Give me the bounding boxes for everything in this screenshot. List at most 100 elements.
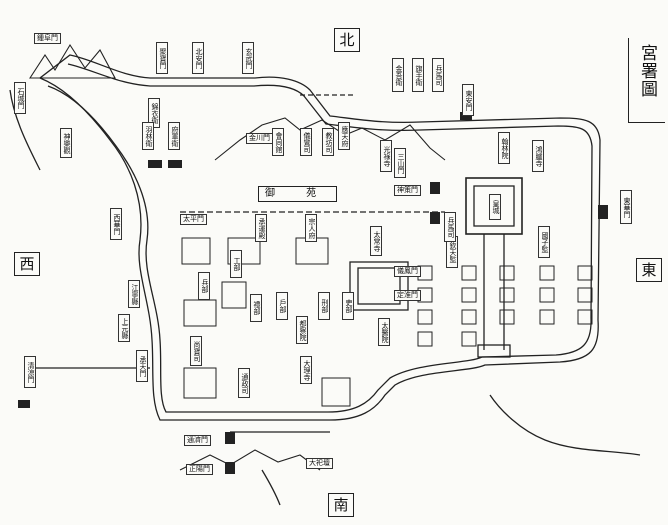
office-label: 光祿寺 xyxy=(380,140,392,172)
building-glyph xyxy=(221,281,247,309)
outer-label: 儀鳳門 xyxy=(394,266,421,277)
gate-label-south: 承天門 xyxy=(136,350,148,382)
direction-south: 南 xyxy=(328,493,354,517)
gate-house xyxy=(460,112,472,120)
gate-label-east: 東華門 xyxy=(620,190,632,224)
office-label: 羽林衛 xyxy=(142,122,154,150)
office-label: 都察院 xyxy=(296,316,308,344)
office-label: 府軍衛 xyxy=(168,122,180,150)
gate-house xyxy=(225,432,235,444)
central-label: 御 苑 xyxy=(258,186,338,202)
title-box xyxy=(628,38,665,123)
gate-house xyxy=(225,462,235,474)
office-block xyxy=(539,287,555,303)
gate-house xyxy=(598,205,608,219)
outer-label: 神策門 xyxy=(394,185,421,196)
office-block xyxy=(461,287,477,303)
central-compound-inner xyxy=(357,267,401,305)
imperial-south-terrace xyxy=(477,344,511,358)
outer-label: 正陽門 xyxy=(186,464,213,475)
outer-label: 定淮門 xyxy=(394,290,421,301)
central-compound xyxy=(349,261,409,311)
office-label: 旗手衛 xyxy=(412,58,424,92)
direction-north: 北 xyxy=(334,28,360,52)
office-label: 上元縣 xyxy=(118,314,130,342)
outer-label: 清涼門 xyxy=(24,356,36,388)
office-block xyxy=(539,265,555,281)
office-label: 承運殿 xyxy=(255,214,267,242)
office-label: 錦衣衛 xyxy=(148,98,160,128)
office-label: 兵部 xyxy=(198,272,210,300)
city-wall-outer xyxy=(38,54,601,421)
office-label: 戶部 xyxy=(276,292,288,320)
office-label: 國子監 xyxy=(538,226,550,258)
office-label: 兵馬司 xyxy=(432,58,444,92)
gate-house xyxy=(18,400,30,408)
outer-label: 鍾阜門 xyxy=(34,33,61,44)
outer-label: 聚寶門 xyxy=(156,42,168,74)
office-block xyxy=(577,265,593,281)
building-glyph xyxy=(183,299,217,327)
office-label: 鴻臚寺 xyxy=(532,140,544,172)
mountain-north xyxy=(214,117,446,161)
outer-label: 兵馬司 xyxy=(444,212,456,242)
office-block xyxy=(417,331,433,347)
office-label: 尚寶司 xyxy=(190,336,202,366)
building-glyph xyxy=(183,367,217,399)
office-label: 教坊司 xyxy=(322,128,334,156)
imperial-city-wall xyxy=(465,177,523,235)
office-label: 禮部 xyxy=(250,294,262,322)
mountain-nw xyxy=(28,43,116,79)
palace-label: 皇城 xyxy=(489,194,501,220)
outer-label: 太平門 xyxy=(180,214,207,225)
gate-house xyxy=(148,160,162,168)
outer-label: 通濟門 xyxy=(184,435,211,446)
office-label: 金吾衛 xyxy=(392,58,404,92)
gate-label-north: 玄武門 xyxy=(242,42,254,74)
direction-east: 東 xyxy=(636,258,662,282)
river-east xyxy=(489,394,641,456)
building-glyph xyxy=(181,237,211,265)
gate-house xyxy=(168,160,182,168)
gate-label-ne: 東安門 xyxy=(462,84,474,116)
office-block xyxy=(499,309,515,325)
outer-label: 石城門 xyxy=(14,82,26,114)
office-label: 大理寺 xyxy=(300,356,312,384)
outer-label: 三山門 xyxy=(394,148,406,178)
office-label: 江寧縣 xyxy=(128,280,140,308)
office-block xyxy=(499,287,515,303)
office-label: 太常寺 xyxy=(370,226,382,256)
office-block xyxy=(461,265,477,281)
office-label: 通政司 xyxy=(238,368,250,398)
office-label: 應天府 xyxy=(338,122,350,150)
office-label: 吏部 xyxy=(342,292,354,320)
outer-label: 大祀壇 xyxy=(306,458,333,469)
outer-label: 金川門 xyxy=(246,133,273,144)
office-block xyxy=(461,309,477,325)
river-south xyxy=(261,469,281,506)
office-label: 儀鸞司 xyxy=(300,128,312,156)
office-label: 工部 xyxy=(230,250,242,278)
mountain-south xyxy=(179,449,321,471)
river-west xyxy=(9,89,41,171)
office-block xyxy=(577,309,593,325)
office-block xyxy=(461,331,477,347)
city-wall-inner xyxy=(47,63,593,413)
office-label: 神樂觀 xyxy=(60,128,72,158)
office-label: 刑部 xyxy=(318,292,330,320)
gate-house xyxy=(430,182,440,194)
direction-west: 西 xyxy=(14,252,40,276)
office-label: 會同館 xyxy=(272,128,284,156)
building-glyph xyxy=(321,377,351,407)
map-title: 宮署圖 xyxy=(637,44,657,98)
gate-label-nw: 北安門 xyxy=(192,42,204,74)
office-label: 翰林院 xyxy=(498,132,510,164)
building-glyph xyxy=(227,237,261,265)
office-block xyxy=(499,265,515,281)
office-block xyxy=(417,309,433,325)
imperial-inner xyxy=(473,185,515,227)
office-block xyxy=(539,309,555,325)
office-label: 太醫院 xyxy=(378,318,390,346)
